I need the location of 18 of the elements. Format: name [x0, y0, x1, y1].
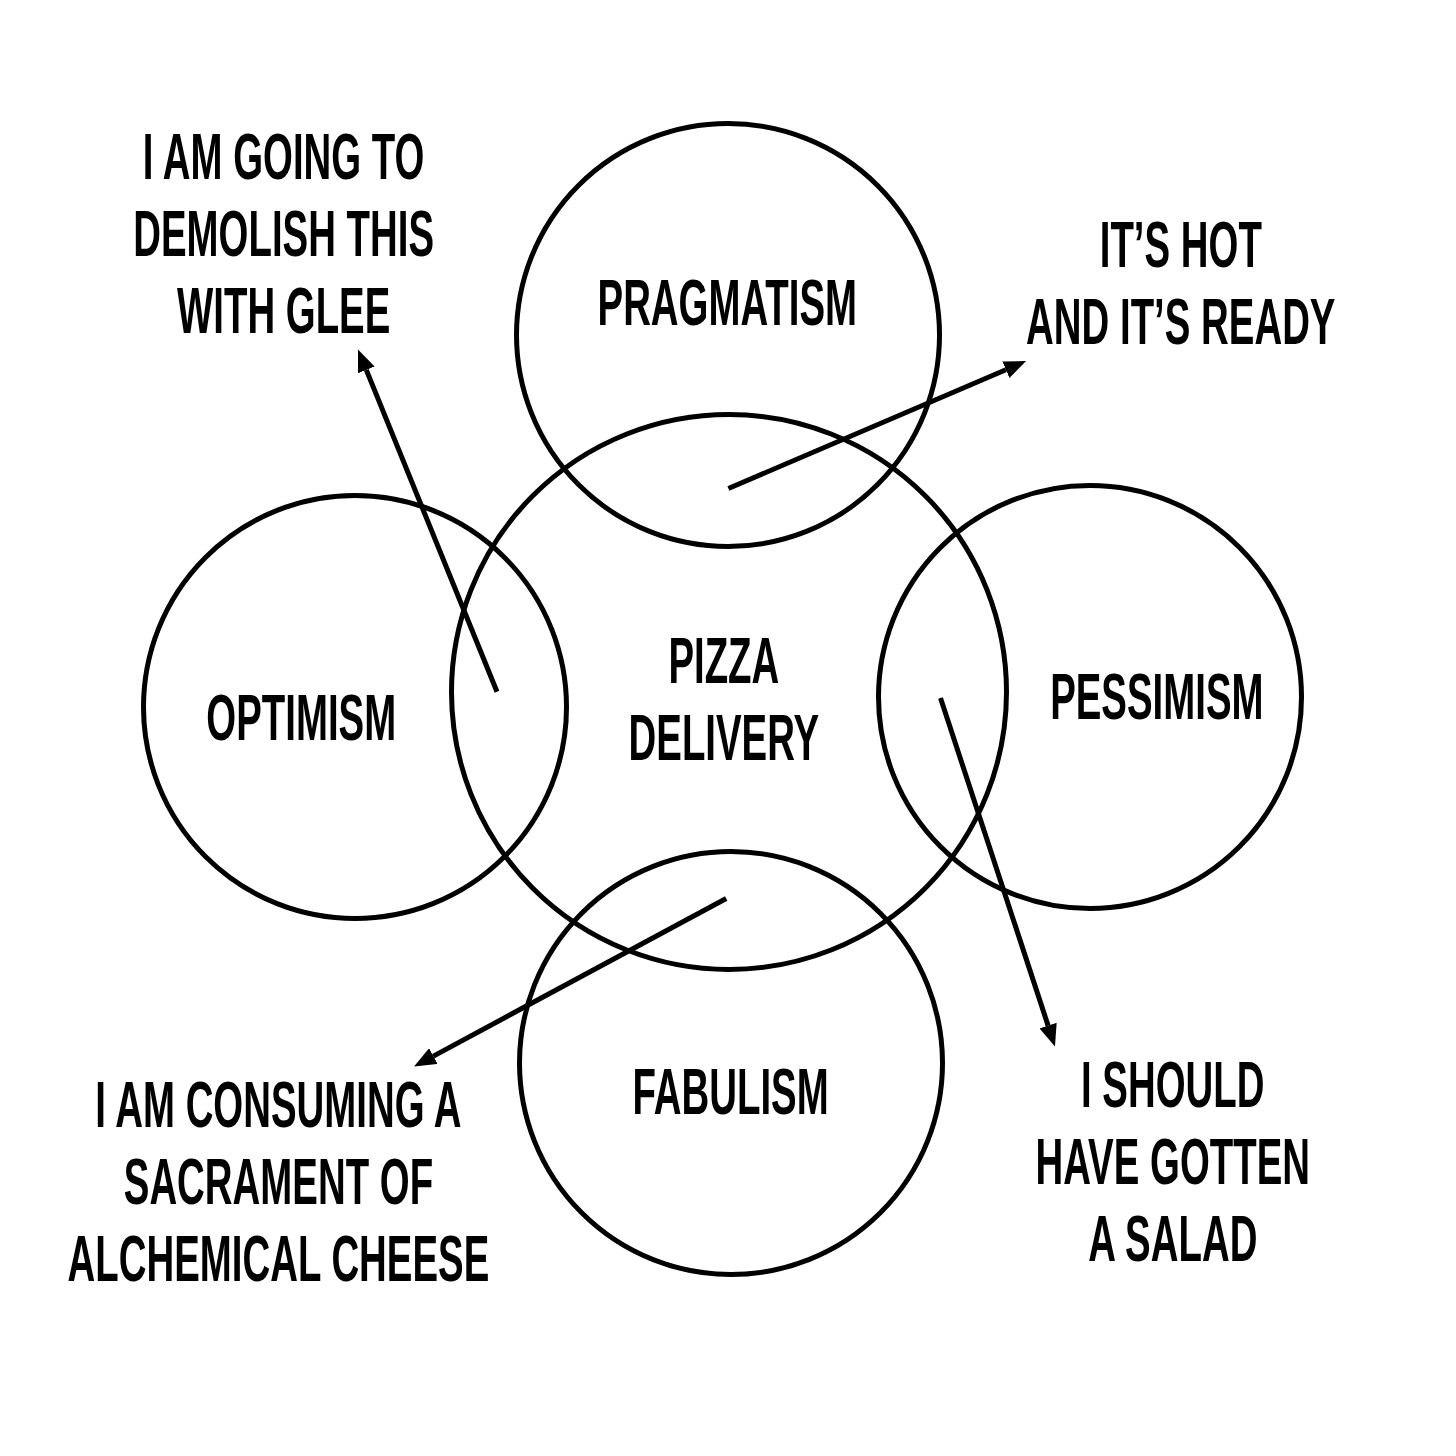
circle-label: PRAGMATISM — [597, 265, 857, 341]
arrow — [938, 697, 1057, 1047]
circle-label: PIZZA DELIVERY — [628, 624, 820, 776]
arrow — [414, 896, 728, 1067]
venn-circle — [141, 493, 569, 921]
annotation-text: IT’S HOT AND IT’S READY — [1026, 207, 1336, 361]
circle-label: OPTIMISM — [206, 680, 397, 756]
arrow — [357, 349, 500, 693]
venn-circle — [514, 121, 942, 549]
venn-circle — [876, 483, 1304, 911]
venn-circle — [517, 849, 945, 1277]
annotation-text: I AM CONSUMING A SACRAMENT OF ALCHEMICAL CHEESE — [67, 1066, 489, 1298]
venn-circle — [449, 412, 1009, 972]
arrow — [727, 361, 1027, 491]
circle-label: PESSIMISM — [1050, 659, 1264, 735]
annotation-text: I SHOULD HAVE GOTTEN A SALAD — [1035, 1046, 1310, 1278]
circle-label: FABULISM — [631, 1054, 829, 1130]
annotation-text: I AM GOING TO DEMOLISH THIS WITH GLEE — [132, 118, 434, 350]
